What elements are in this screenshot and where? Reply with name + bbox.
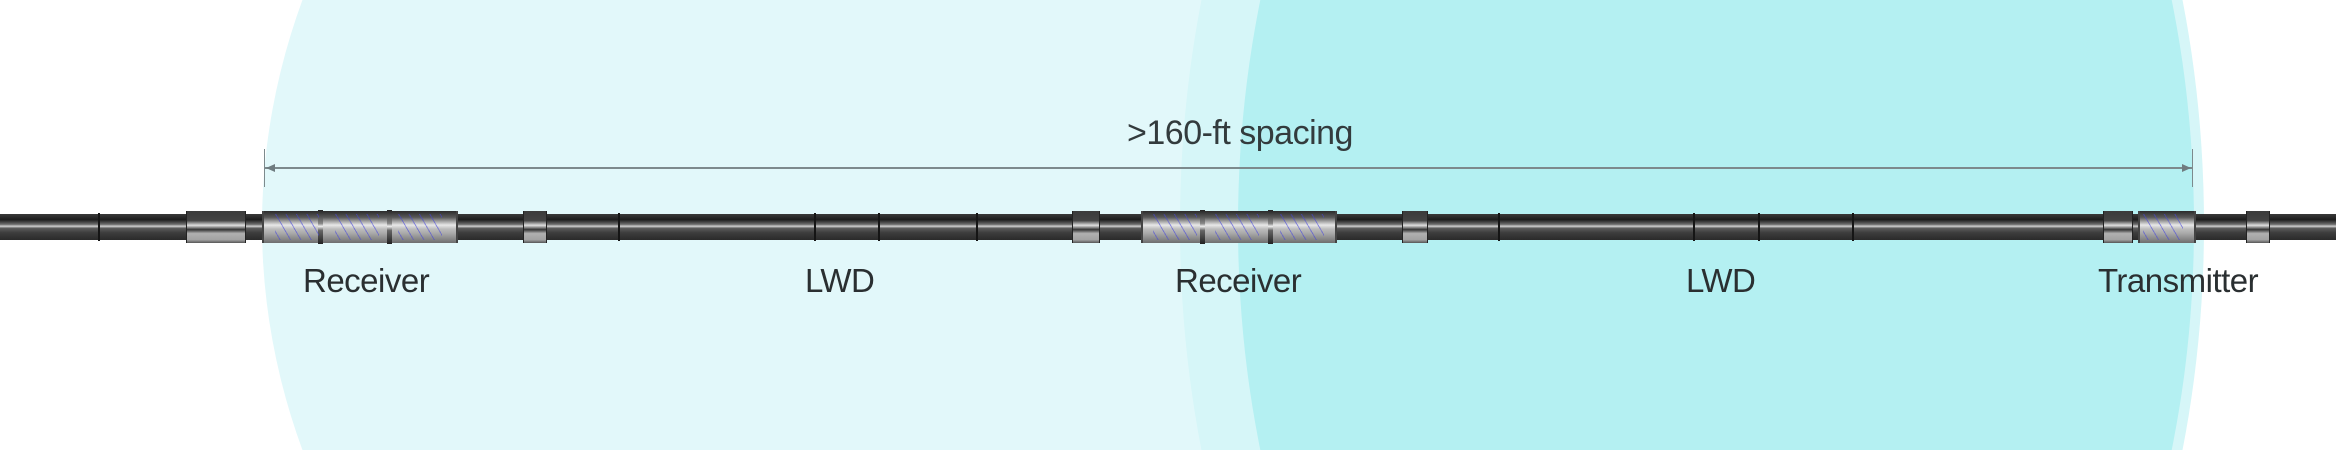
stabilizer-collar [2103, 211, 2133, 243]
label-transmitter: Transmitter [2098, 262, 2259, 299]
pipe-joint [1758, 213, 1760, 241]
dimension-line [265, 167, 2192, 169]
stabilizer-collar [2246, 211, 2270, 243]
sub-ring [1268, 210, 1273, 244]
pipe-joint [618, 213, 620, 241]
coil-antenna-icon [2143, 214, 2183, 240]
pipe-joint [98, 213, 100, 241]
coil-antenna-icon [1215, 214, 1259, 240]
coil-antenna-icon [275, 214, 319, 240]
pipe-joint [1498, 213, 1500, 241]
coil-antenna-icon [398, 214, 442, 240]
pipe-joint [878, 213, 880, 241]
pipe-joint [1852, 213, 1854, 241]
dimension-tick-right [2192, 149, 2193, 187]
arrow-left-icon [266, 164, 275, 172]
stabilizer-collar [523, 211, 547, 243]
label-lwd-2: LWD [1686, 262, 1756, 299]
dimension-tick-left [264, 149, 265, 187]
coil-antenna-icon [335, 214, 379, 240]
stabilizer-collar [1402, 211, 1428, 243]
spacing-label: >160-ft spacing [1127, 114, 1353, 152]
coil-antenna-icon [1280, 214, 1324, 240]
label-receiver-2: Receiver [1175, 262, 1302, 299]
pipe-joint [976, 213, 978, 241]
sub-ring [387, 210, 392, 244]
pipe-joint [814, 213, 816, 241]
pipe-joint [1693, 213, 1695, 241]
sub-ring [318, 210, 323, 244]
stabilizer-collar [1072, 211, 1100, 243]
coil-antenna-icon [1153, 214, 1197, 240]
label-receiver-1: Receiver [303, 262, 430, 299]
sub-ring [1200, 210, 1205, 244]
stabilizer-collar [186, 211, 246, 243]
label-lwd-1: LWD [805, 262, 875, 299]
arrow-right-icon [2182, 164, 2191, 172]
